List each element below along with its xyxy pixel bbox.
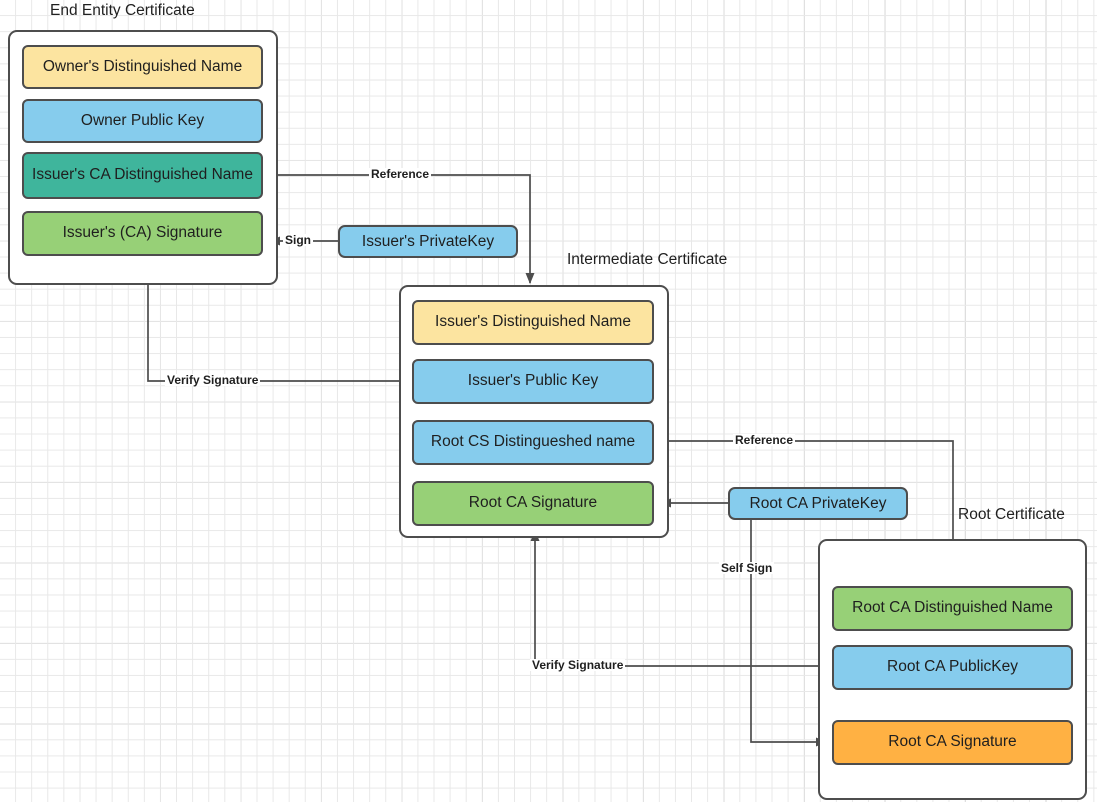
intermediate-field-root-ca-signature[interactable]: Root CA Signature: [412, 481, 654, 526]
end-entity-field-owner-distinguished-name[interactable]: Owner's Distinguished Name: [22, 45, 263, 89]
root-field-root-ca-distinguished-name[interactable]: Root CA Distinguished Name: [832, 586, 1073, 631]
intermediate-field-issuer-public-key[interactable]: Issuer's Public Key: [412, 359, 654, 404]
edge-label-reference-top: Reference: [369, 167, 432, 181]
root-field-root-ca-signature[interactable]: Root CA Signature: [832, 720, 1073, 765]
issuer-private-key-box[interactable]: Issuer's PrivateKey: [338, 225, 518, 258]
edge-label-reference-bottom: Reference: [733, 433, 796, 447]
intermediate-field-root-cs-distinguished-name[interactable]: Root CS Distingueshed name: [412, 420, 654, 465]
field-label: Root CA PublicKey: [887, 658, 1018, 676]
field-label: Root CA Distinguished Name: [852, 599, 1053, 617]
field-label: Root CA Signature: [468, 494, 598, 512]
edge-verify-signature-bottom: [530, 530, 832, 667]
field-label: Owner Public Key: [80, 111, 205, 129]
intermediate-certificate-title: Intermediate Certificate: [567, 251, 728, 268]
edge-label-verify-signature-top: Verify Signature: [165, 373, 261, 387]
root-ca-private-key-box[interactable]: Root CA PrivateKey: [728, 487, 908, 520]
field-label: Root CA Signature: [888, 733, 1017, 751]
edge-label-verify-signature-bottom: Verify Signature: [530, 658, 626, 672]
key-label: Root CA PrivateKey: [749, 494, 887, 512]
intermediate-field-issuer-distinguished-name[interactable]: Issuer's Distinguished Name: [412, 300, 654, 345]
end-entity-certificate-title: End Entity Certificate: [50, 2, 195, 19]
edge-self-sign: [750, 520, 827, 747]
edge-label-self-sign: Self Sign: [719, 561, 775, 575]
field-label: Issuer's Distinguished Name: [435, 313, 631, 331]
edge-label-sign: Sign: [283, 233, 313, 247]
root-certificate-title: Root Certificate: [958, 506, 1065, 523]
field-label: Issuer's Public Key: [467, 372, 599, 390]
end-entity-field-issuer-ca-distinguished-name[interactable]: Issuer's CA Distinguished Name: [22, 152, 263, 199]
field-label: Issuer's CA Distinguished Name: [32, 166, 253, 184]
field-label: Root CS Distingueshed name: [430, 433, 636, 451]
field-label: Issuer's (CA) Signature: [62, 224, 223, 242]
root-field-root-ca-public-key[interactable]: Root CA PublicKey: [832, 645, 1073, 690]
end-entity-field-issuer-ca-signature[interactable]: Issuer's (CA) Signature: [22, 211, 263, 256]
key-label: Issuer's PrivateKey: [361, 232, 495, 250]
end-entity-field-owner-public-key[interactable]: Owner Public Key: [22, 99, 263, 143]
field-label: Owner's Distinguished Name: [42, 57, 243, 75]
